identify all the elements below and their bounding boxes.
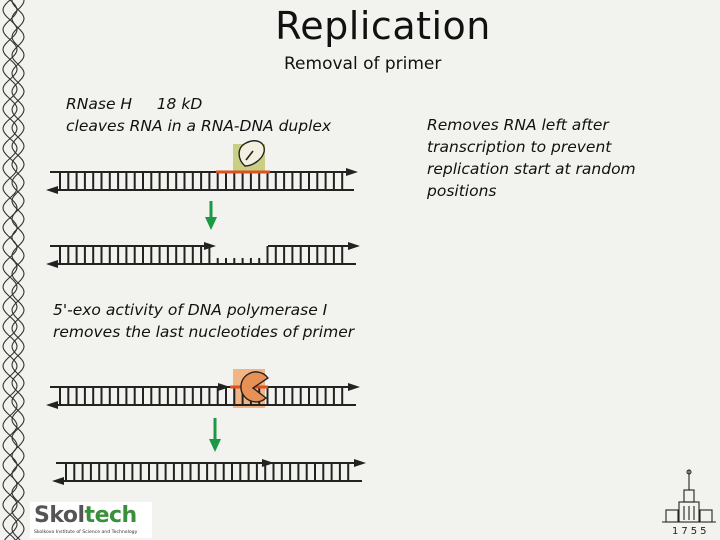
exo-label-line1: 5'-exo activity of DNA polymerase I — [53, 301, 328, 319]
slide-subtitle: Removal of primer — [284, 54, 442, 74]
duplex-1-with-primer — [46, 168, 358, 194]
note-line: Removes RNA left after — [427, 116, 609, 134]
note-line: replication start at random — [427, 160, 636, 178]
dna-border-decoration — [2, 0, 25, 540]
rnase-label-line1: RNase H 18 kD — [66, 95, 203, 113]
logo-text-skol: Skol — [34, 503, 85, 528]
slide-title: Replication — [275, 4, 491, 48]
rnase-label-line2: cleaves RNA in a RNA-DNA duplex — [66, 117, 332, 135]
down-arrow-1 — [205, 201, 217, 230]
note-line: transcription to prevent — [427, 138, 612, 156]
rnase-label: RNase H 18 kD cleaves RNA in a RNA-DNA d… — [66, 93, 331, 137]
duplex-2-gapped — [46, 242, 360, 268]
msu-building-icon — [662, 469, 716, 523]
note-line: positions — [427, 182, 497, 200]
logo-tagline: Skolkovo Institute of Science and Techno… — [34, 530, 138, 535]
duplex-4-repaired — [52, 459, 366, 485]
note-text: Removes RNA left after transcription to … — [427, 114, 707, 202]
msu-year: 1755 — [672, 526, 710, 537]
pacman-polymerase-icon — [240, 371, 269, 403]
logo-text-tech: tech — [84, 503, 138, 528]
rnase-enzyme-cleft — [245, 150, 254, 161]
exo-label: 5'-exo activity of DNA polymerase I remo… — [53, 299, 354, 343]
exo-label-line2: removes the last nucleotides of primer — [53, 323, 355, 341]
duplex-3-with-polymerase — [46, 383, 360, 409]
down-arrow-2 — [209, 418, 221, 452]
skoltech-logo: Skoltech Skolkovo Institute of Science a… — [30, 502, 152, 538]
